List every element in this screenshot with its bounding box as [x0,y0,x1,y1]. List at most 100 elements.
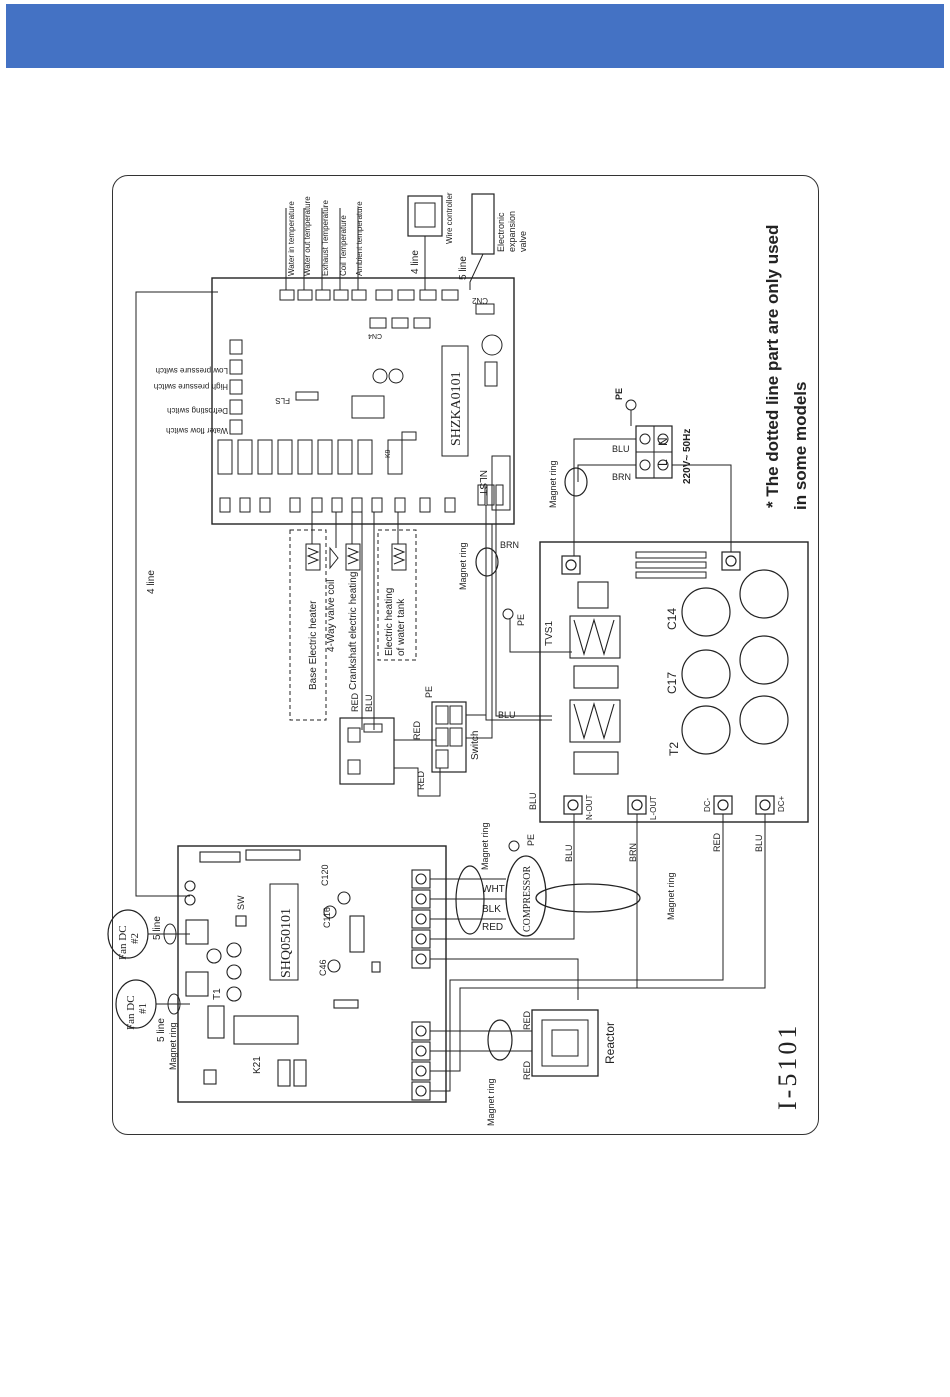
mains-terminal-block: L N 220V~ 50Hz PE [614,388,693,484]
optional-loads [289,529,417,721]
magnet-ring-label: Magnet ring [168,1022,178,1070]
switch-list: Low pressure switch High pressure switch… [154,366,228,435]
fan1-number: #1 [137,1003,149,1014]
mains-switch: Switch PE [424,686,481,773]
magnet-ring [167,993,181,1015]
fan2-line-label: 5 line [152,916,163,940]
load-water-tank-1: Electric heating [384,588,395,656]
magnet-ring [564,467,588,497]
main-control-board [211,277,515,525]
mains-n-label: N [656,437,670,446]
wire-wht-label: WHT [482,884,505,895]
power-supply-label: 220V~ 50Hz [682,429,693,484]
t1-label: T1 [212,988,223,1000]
wire-blu-label: BLU [364,694,374,712]
fan1-line-label: 5 line [156,1018,167,1042]
eev-label-3: valve [518,231,528,252]
c116-label: C116 [322,907,332,928]
header-banner [6,4,944,68]
wire-red-label: RED [412,720,422,740]
diagram-frame [112,175,819,1135]
sensor-ambient: Ambient temperature [355,201,364,276]
line4-left-label: 4 line [146,570,157,594]
wire-blu-label: BLU [754,834,764,852]
fan-dc-1: Fan DC #1 [115,979,157,1030]
board-code-box: SHZKA0101 [441,345,469,457]
comm-line-4 [135,291,218,897]
sensor-connectors [279,289,495,329]
load-water-tank-2: of water tank [396,598,407,656]
reactor-label: Reactor [603,1022,617,1064]
fan2-number: #2 [129,933,141,944]
compressor-label: COMPRESSOR [522,866,533,932]
notice-line-1: * The dotted line part are only used [763,225,782,508]
load-4way-valve: 4-Way valve coil [326,580,337,652]
sensor-coil: Coil Temperature [339,215,348,276]
driver-board [177,845,447,1103]
wire-red-label: RED [712,832,722,852]
magnet-ring-label: Magnet ring [458,542,468,590]
fan2-label: Fan DC [117,925,129,960]
driver-components [184,849,381,1087]
c17-label: C17 [665,672,679,694]
pe-symbol [625,399,637,411]
k21-label: K21 [252,1056,263,1074]
eev-label-1: Electronic [496,212,506,252]
sw-label: SW [236,895,246,910]
dc-bus-wires [430,814,766,1092]
wire-red-label: RED [522,1060,532,1080]
nlst-label: NLST [477,470,488,496]
capacitor [388,368,404,384]
wire-blk-label: BLK [482,904,501,915]
sensor-water-in: Water in temperature [287,201,296,276]
wire-controller: Wire controller 4 line [407,192,454,290]
fan1-label: Fan DC [125,995,137,1030]
fan-wires [148,933,190,1005]
cn4-label: CN4 [368,332,382,339]
wire-controller-label: Wire controller [445,192,454,244]
magnet-ring-label: Magnet ring [548,460,558,508]
compressor-wires [430,878,506,920]
nlst-terminals [477,484,504,506]
relay-module [339,717,395,785]
ic-chip [351,395,385,419]
k9-connector [401,431,417,441]
magnet-ring [535,883,641,913]
magnet-ring-label: Magnet ring [480,822,490,870]
t2-label: T2 [667,742,681,756]
output-terminals [219,497,456,513]
fuse-block [635,551,707,579]
sensor-water-out: Water out temperature [303,196,312,276]
power-socket [491,455,511,511]
sensor-exhaust: Exhaust Temperature [321,200,330,276]
line5-top-label: 5 line [458,256,469,280]
pe-symbol [502,608,514,620]
expansion-valve: Electronic expansion valve 5 line [458,193,528,290]
inductor-coils [569,581,621,775]
sensor-leads [285,208,359,290]
switch-water-flow: Water flow switch [166,426,228,435]
k9-label: K9 [385,449,392,458]
magnet-ring-label: Magnet ring [486,1078,496,1126]
reactor: Reactor [531,1009,617,1077]
magnet-ring [475,547,499,577]
tvs1-label: TVS1 [544,621,555,646]
driver-board-code: SHQ050101 [279,908,294,978]
fan-dc-2: Fan DC #2 [107,909,149,960]
buzzer [481,334,503,356]
compressor: COMPRESSOR PE Magnet ring [480,822,547,937]
terminal-dcm-label: DC- [703,797,712,812]
wire-brn-label: BRN [500,540,519,550]
wire-blu-label: BLU [528,792,538,810]
switch-label: Switch [470,731,481,760]
load-base-heater: Base Electric heater [308,600,319,690]
eev-label-2: expansion [507,211,517,252]
wire-blu-label: BLU [612,444,630,454]
main-board-code: SHZKA0101 [449,371,464,446]
mains-l-label: L [656,459,670,466]
magnet-ring [163,923,177,945]
driver-code-box: SHQ050101 [269,883,299,981]
magnet-ring-label: Magnet ring [666,872,676,920]
wire-red-label: RED [522,1010,532,1030]
